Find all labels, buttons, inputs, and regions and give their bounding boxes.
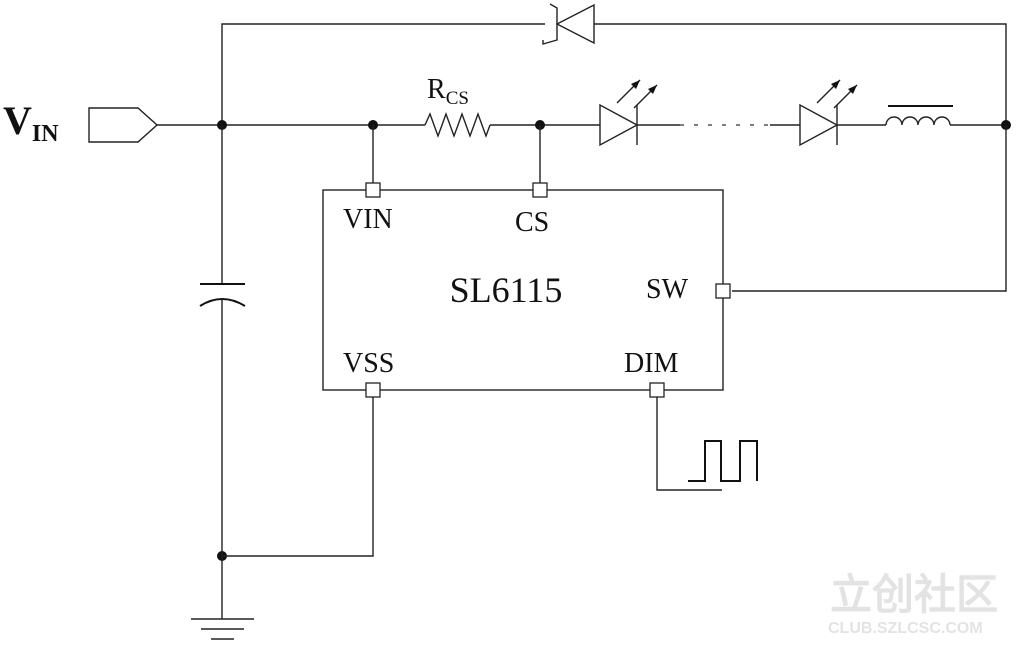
vin-label: VIN (3, 98, 59, 147)
pin-sw (715, 283, 731, 299)
schottky-diode (542, 3, 595, 45)
ground-symbol (191, 556, 254, 640)
watermark-title: 立创社区 (830, 571, 998, 618)
pin-dim (649, 382, 665, 398)
pin-label-vss: VSS (343, 348, 394, 379)
vin-input-terminal (88, 107, 222, 143)
wire-sw (732, 125, 1007, 292)
pin-label-vin: VIN (343, 204, 393, 235)
ic-name: SL6115 (450, 270, 563, 310)
resistor-rcs (424, 111, 491, 139)
pin-label-sw: SW (646, 274, 689, 305)
wire-top-left (221, 23, 545, 125)
pin-vss (365, 382, 381, 398)
pwm-waveform (688, 440, 758, 482)
wire-top-right (594, 23, 1007, 125)
pin-label-dim: DIM (624, 348, 679, 379)
inductor (885, 105, 953, 126)
wire-dim (656, 397, 722, 491)
wire-vss (222, 397, 374, 557)
watermark-url: CLUB.SZLCSC.COM (828, 620, 983, 637)
pin-label-cs: CS (515, 207, 549, 238)
pin-cs (532, 182, 548, 198)
capacitor (199, 125, 246, 556)
freewheel-diode-branch (221, 3, 1007, 125)
led-2 (799, 79, 858, 147)
rcs-label: RCS (427, 74, 469, 109)
led-1 (599, 79, 658, 147)
pin-vin (365, 182, 381, 198)
